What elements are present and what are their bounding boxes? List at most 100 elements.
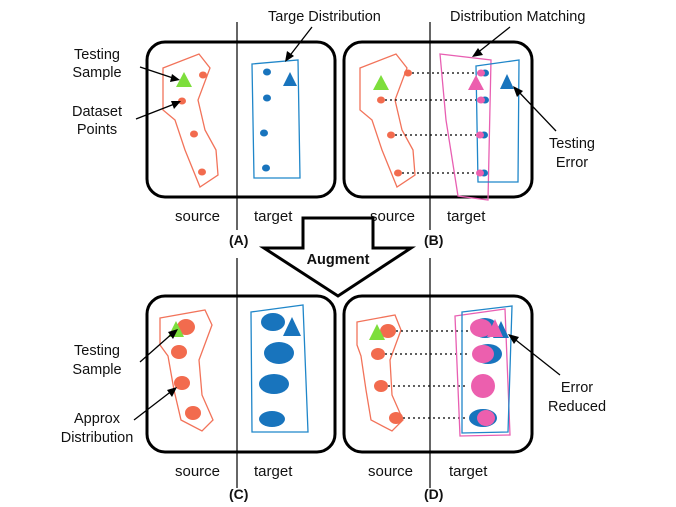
panel-d-matched-point bbox=[477, 410, 495, 426]
targe-distribution-arrowhead bbox=[285, 51, 294, 62]
panel-d-id: (D) bbox=[424, 486, 443, 502]
testing-sample-a-arrowhead bbox=[170, 74, 180, 82]
error-reduced-pointer bbox=[511, 336, 561, 376]
panel-a-target-point bbox=[263, 94, 271, 102]
panel-a-source-point bbox=[198, 168, 206, 176]
panel-c-source-region bbox=[159, 309, 214, 432]
error-reduced-label-line1: Error bbox=[561, 380, 593, 396]
panel-d-source-region bbox=[356, 314, 404, 432]
panel-b-source-region bbox=[359, 53, 416, 188]
panel-d-frame bbox=[342, 294, 534, 454]
testing-sample-a-pointer bbox=[139, 66, 177, 80]
panel-b-source-point bbox=[387, 131, 395, 139]
panel-d-matching-region bbox=[454, 308, 511, 437]
panel-c-target-label: target bbox=[254, 463, 293, 480]
panel-a-testing-sample-triangle bbox=[176, 72, 192, 87]
dataset-points-label-line1: Dataset bbox=[72, 104, 122, 120]
panel-b-source-point bbox=[377, 96, 385, 104]
testing-error-label-line2: Error bbox=[556, 155, 588, 171]
augment-arrow-shape bbox=[258, 216, 417, 298]
panel-a-target-point bbox=[260, 129, 268, 137]
error-reduced-arrowhead bbox=[508, 334, 519, 344]
panel-d-testing-sample-triangle bbox=[369, 324, 385, 340]
panel-c-source-point bbox=[171, 345, 187, 359]
panel-b-target-label: target bbox=[447, 208, 486, 225]
distribution-matching-pointer bbox=[475, 26, 511, 55]
panel-c-source-label: source bbox=[175, 463, 220, 480]
targe-distribution-pointer bbox=[287, 26, 313, 59]
panel-c-id: (C) bbox=[229, 486, 248, 502]
panel-b-matched-point bbox=[476, 131, 484, 139]
panel-b-target-triangle bbox=[500, 74, 514, 89]
approx-distribution-label-line2: Distribution bbox=[61, 430, 134, 446]
panel-a: source target (A) bbox=[145, 22, 337, 248]
panel-c-target-point bbox=[264, 342, 294, 364]
panel-b-id: (B) bbox=[424, 232, 443, 248]
panel-a-source-point bbox=[178, 97, 186, 105]
panel-a-target-point bbox=[263, 68, 271, 76]
callouts: Targe Distribution Distribution Matching… bbox=[61, 9, 606, 446]
panel-d-source-label: source bbox=[368, 463, 413, 480]
testing-sample-c-label-line2: Sample bbox=[72, 362, 121, 378]
approx-distribution-pointer bbox=[133, 389, 174, 421]
panel-a-target-label: target bbox=[254, 208, 293, 225]
panel-d-source-point bbox=[374, 380, 388, 392]
panel-c-source-point bbox=[174, 376, 190, 390]
dataset-points-label-line2: Points bbox=[77, 122, 117, 138]
panel-c-target-point bbox=[261, 313, 285, 331]
panel-d-matched-point bbox=[471, 374, 495, 398]
panel-a-source-point bbox=[199, 71, 207, 79]
panel-d-target-region bbox=[461, 305, 513, 434]
testing-sample-c-label-line1: Testing bbox=[74, 343, 120, 359]
panel-d-source-point bbox=[371, 348, 385, 360]
panel-d: source target (D) bbox=[342, 258, 534, 502]
panel-d-matched-point bbox=[472, 345, 494, 363]
testing-error-pointer bbox=[516, 89, 557, 132]
augment-label: Augment bbox=[307, 252, 370, 268]
testing-sample-c-pointer bbox=[139, 331, 175, 363]
testing-sample-a-label-line1: Testing bbox=[74, 47, 120, 63]
panel-b-frame bbox=[342, 40, 534, 199]
panel-b-matched-point bbox=[476, 169, 484, 177]
panel-d-source-point bbox=[389, 412, 403, 424]
augment-arrow: Augment bbox=[258, 216, 417, 298]
panel-b-matched-point bbox=[477, 69, 485, 77]
panel-c-target-point bbox=[259, 411, 285, 427]
panel-a-source-point bbox=[190, 130, 198, 138]
panel-a-target-region bbox=[251, 59, 301, 179]
testing-sample-c-arrowhead bbox=[168, 329, 178, 339]
panel-b-testing-sample-triangle bbox=[373, 75, 389, 90]
testing-sample-a-label-line2: Sample bbox=[72, 65, 121, 81]
panel-d-matched-point bbox=[470, 319, 492, 337]
panel-c: source target (C) bbox=[145, 258, 337, 502]
distribution-matching-arrowhead bbox=[472, 48, 483, 57]
error-reduced-label-line2: Reduced bbox=[548, 399, 606, 415]
approx-distribution-arrowhead bbox=[167, 387, 177, 397]
panel-b-source-point bbox=[394, 169, 402, 177]
panel-c-target-region bbox=[250, 304, 309, 433]
panel-b-target-region bbox=[475, 59, 520, 183]
panel-a-source-label: source bbox=[175, 208, 220, 225]
panel-b-source-point bbox=[404, 69, 412, 77]
panel-c-source-point bbox=[185, 406, 201, 420]
panel-c-target-triangle bbox=[283, 317, 301, 336]
panel-c-source-point bbox=[177, 319, 195, 335]
panel-c-target-point bbox=[259, 374, 289, 394]
testing-error-label-line1: Testing bbox=[549, 136, 595, 152]
panel-b: source target (B) bbox=[342, 22, 534, 248]
testing-error-arrowhead bbox=[513, 86, 523, 97]
dataset-points-pointer bbox=[135, 102, 178, 120]
panel-a-source-region bbox=[162, 53, 219, 188]
panel-b-matched-triangle bbox=[468, 75, 484, 90]
panel-a-target-point bbox=[262, 164, 270, 172]
panel-b-matching-region bbox=[439, 53, 492, 201]
panel-d-source-point bbox=[380, 324, 396, 338]
panel-d-matched-triangle bbox=[487, 319, 503, 337]
approx-distribution-label-line1: Approx bbox=[74, 411, 121, 427]
distribution-matching-label: Distribution Matching bbox=[450, 9, 585, 25]
panel-d-target-label: target bbox=[449, 463, 488, 480]
targe-distribution-label: Targe Distribution bbox=[268, 9, 381, 25]
panel-b-source-label: source bbox=[370, 208, 415, 225]
panel-a-frame bbox=[145, 40, 337, 199]
